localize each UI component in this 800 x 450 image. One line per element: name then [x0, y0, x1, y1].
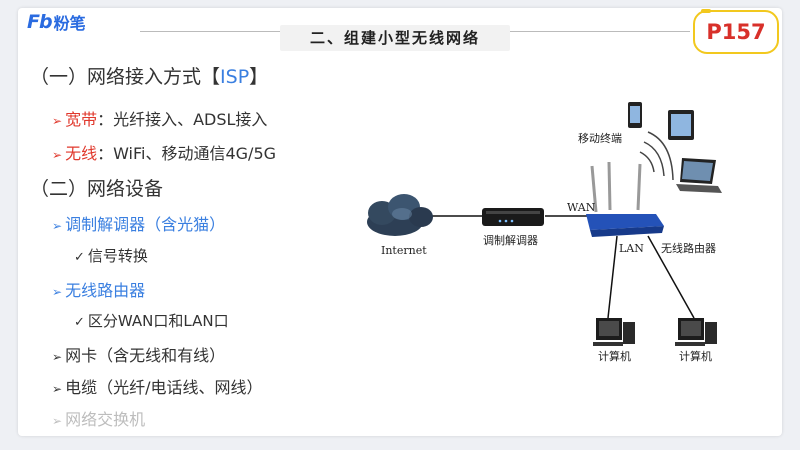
section-suffix: 】 — [249, 66, 269, 88]
item-text: ：光纤接入、ADSL接入 — [97, 110, 268, 129]
bullet-arrow-icon: ➢ — [52, 114, 63, 128]
section-heading-isp: （一）网络接入方式【ISP】 — [30, 62, 268, 89]
logo-mark: Fb — [27, 11, 53, 33]
item-switch: ➢网络交换机 — [52, 406, 145, 430]
item-modem: ➢调制解调器（含光猫） — [52, 211, 225, 235]
item-broadband: ➢宽带：光纤接入、ADSL接入 — [52, 106, 267, 130]
cable-router-pc2 — [647, 235, 695, 319]
computer-label-2: 计算机 — [679, 349, 712, 363]
slide-title: 二、组建小型无线网络 — [280, 25, 510, 51]
router-icon — [586, 161, 664, 237]
internet-label: Internet — [381, 244, 427, 257]
bullet-arrow-icon: ➢ — [52, 219, 63, 233]
check-icon: ✓ — [74, 250, 85, 265]
item-text: 调制解调器（含光猫） — [65, 215, 226, 234]
item-text: 电缆（光纤/电话线、网线） — [65, 378, 263, 397]
item-label: 宽带 — [65, 110, 98, 129]
check-icon: ✓ — [74, 315, 85, 330]
section-text: 网络接入方式【 — [87, 66, 221, 88]
item-text: 网卡（含无线和有线） — [65, 346, 226, 365]
tablet-icon — [668, 110, 694, 140]
item-cable: ➢电缆（光纤/电话线、网线） — [52, 374, 262, 398]
brand-logo: Fb 粉笔 — [27, 10, 86, 34]
page-badge: P157 — [693, 9, 779, 54]
item-text: 无线路由器 — [65, 281, 146, 300]
isp-highlight: ISP — [220, 66, 250, 88]
item-wireless: ➢无线：WiFi、移动通信4G/5G — [52, 140, 276, 164]
logo-name: 粉笔 — [53, 14, 86, 33]
mobile-terminal-label: 移动终端 — [578, 131, 622, 145]
item-text: 区分WAN口和LAN口 — [87, 312, 229, 330]
lan-label: LAN — [619, 242, 644, 255]
laptop-icon — [676, 158, 722, 193]
item-text: 网络交换机 — [65, 410, 146, 429]
bullet-arrow-icon: ➢ — [52, 285, 63, 299]
modem-icon — [482, 208, 544, 226]
modem-label: 调制解调器 — [483, 233, 538, 247]
cable-router-pc1 — [607, 235, 618, 319]
title-rule-right — [510, 31, 690, 32]
bullet-arrow-icon: ➢ — [52, 382, 63, 396]
phone-icon — [628, 102, 642, 128]
item-text: 信号转换 — [87, 247, 148, 265]
section-prefix: （二） — [30, 178, 88, 200]
item-text: ：WiFi、移动通信4G/5G — [97, 144, 277, 163]
title-rule-left — [140, 31, 280, 32]
item-label: 无线 — [65, 144, 98, 163]
bullet-arrow-icon: ➢ — [52, 148, 63, 162]
bullet-arrow-icon: ➢ — [52, 350, 63, 364]
wifi-signal-icon — [639, 131, 674, 181]
computer-icon — [675, 318, 717, 346]
computer-icon — [593, 318, 635, 346]
section-prefix: （一） — [30, 66, 88, 88]
computer-label-1: 计算机 — [598, 349, 631, 363]
cloud-icon — [367, 194, 433, 236]
item-signal-convert: ✓信号转换 — [74, 245, 148, 266]
item-wan-lan: ✓区分WAN口和LAN口 — [74, 310, 229, 331]
item-router: ➢无线路由器 — [52, 277, 145, 301]
section-heading-devices: （二）网络设备 — [30, 174, 163, 201]
bullet-arrow-icon: ➢ — [52, 414, 63, 428]
wan-label: WAN — [567, 201, 596, 214]
section-text: 网络设备 — [87, 178, 164, 200]
router-label: 无线路由器 — [661, 241, 716, 255]
item-nic: ➢网卡（含无线和有线） — [52, 342, 225, 366]
